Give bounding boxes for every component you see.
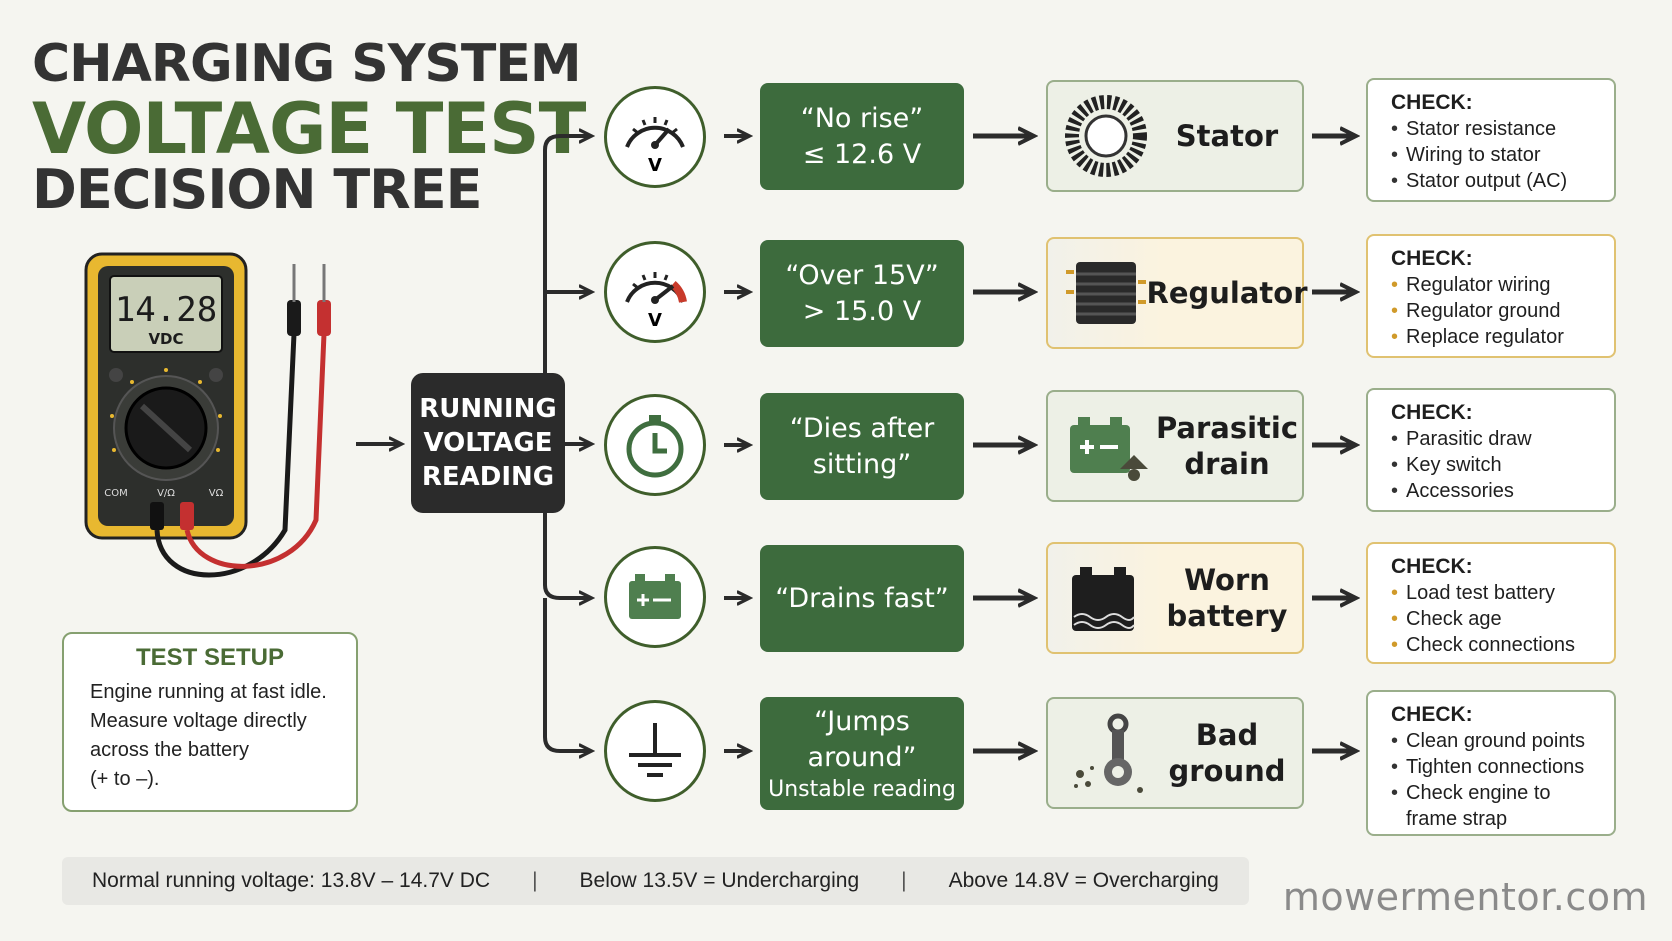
meter-port-vohm: VΩ	[209, 488, 224, 499]
symptom-label: “No rise”	[800, 102, 924, 134]
ground-terminal-icon	[1074, 713, 1143, 793]
brand-watermark: mowermentor.com	[1282, 875, 1648, 919]
check-box-worn-battery: CHECK: Load test battery Check age Check…	[1366, 542, 1616, 664]
check-item: Check engine to frame strap	[1391, 780, 1598, 832]
symptom-label: around”	[807, 741, 917, 773]
symptom-jumps-around: “Jumps around” Unstable reading	[760, 697, 964, 810]
symptom-over-15v: “Over 15V” > 15.0 V	[760, 240, 964, 347]
title-line-1: CHARGING SYSTEM	[32, 34, 582, 94]
check-box-parasitic-drain: CHECK: Parasitic draw Key switch Accesso…	[1366, 388, 1616, 512]
voltmeter-high-icon: V	[604, 241, 706, 343]
multimeter-icon: 14.28 VDC COM V/Ω VΩ	[84, 252, 331, 578]
check-box-bad-ground: CHECK: Clean ground points Tighten conne…	[1366, 690, 1616, 836]
meter-reading: 14.28	[115, 290, 217, 330]
symptom-subtext: Unstable reading	[768, 776, 956, 802]
worn-battery-icon	[1072, 567, 1135, 631]
check-item: Replace regulator	[1391, 324, 1598, 350]
cause-label: Regulator	[1146, 276, 1308, 310]
branch-line-5	[543, 598, 590, 751]
cause-label: Worn	[1184, 563, 1270, 597]
title-line-2: VOLTAGE TEST	[32, 88, 586, 170]
check-item: Check age	[1391, 606, 1598, 632]
legend-over: Above 14.8V = Overcharging	[948, 869, 1219, 892]
regulator-icon	[1066, 262, 1146, 324]
cause-label: ground	[1168, 754, 1286, 788]
battery-icon	[604, 546, 706, 648]
test-setup-heading: TEST SETUP	[135, 644, 285, 671]
symptom-drains-fast: “Drains fast”	[760, 545, 964, 652]
symptom-value: ≤ 12.6 V	[802, 138, 922, 170]
test-setup-line: Engine running at fast idle.	[90, 681, 327, 703]
cause-label: Bad	[1195, 718, 1259, 752]
svg-text:V: V	[648, 310, 662, 331]
check-item: Stator resistance	[1391, 116, 1598, 142]
voltmeter-icon: V	[604, 86, 706, 188]
cause-regulator: Regulator	[1046, 237, 1308, 349]
symptom-label: “Dies after	[789, 412, 935, 444]
check-item: Clean ground points	[1391, 728, 1598, 754]
check-title: CHECK:	[1391, 703, 1473, 726]
symptom-no-rise: “No rise” ≤ 12.6 V	[760, 83, 964, 190]
legend-under: Below 13.5V = Undercharging	[579, 869, 860, 892]
trunk-vertical	[543, 136, 590, 513]
cause-label: drain	[1184, 447, 1270, 481]
check-title: CHECK:	[1391, 555, 1473, 578]
test-setup-line: (+ to –).	[90, 768, 160, 790]
check-item: Tighten connections	[1391, 754, 1598, 780]
hub-line: RUNNING	[419, 394, 557, 424]
test-setup-box: TEST SETUP Engine running at fast idle. …	[62, 632, 358, 812]
check-title: CHECK:	[1391, 247, 1473, 270]
stator-icon	[1065, 95, 1147, 177]
hub-line: READING	[421, 462, 555, 492]
symptom-value: > 15.0 V	[802, 295, 922, 327]
check-item: Key switch	[1391, 452, 1598, 478]
legend-normal: Normal running voltage: 13.8V – 14.7V DC	[92, 869, 491, 892]
check-box-regulator: CHECK: Regulator wiring Regulator ground…	[1366, 234, 1616, 358]
check-box-stator: CHECK: Stator resistance Wiring to stato…	[1366, 78, 1616, 202]
check-item: Regulator wiring	[1391, 272, 1598, 298]
check-item: Regulator ground	[1391, 298, 1598, 324]
running-voltage-reading-node: RUNNING VOLTAGE READING	[411, 373, 565, 513]
stopwatch-icon	[604, 394, 706, 496]
check-item: Wiring to stator	[1391, 142, 1598, 168]
check-title: CHECK:	[1391, 401, 1473, 424]
cause-label: Stator	[1175, 119, 1279, 153]
test-setup-line: across the battery	[90, 739, 249, 761]
legend-separator: |	[901, 869, 907, 892]
check-title: CHECK:	[1391, 91, 1473, 114]
symptom-label: “Jumps	[814, 705, 910, 737]
check-item: Accessories	[1391, 478, 1598, 504]
cause-stator: Stator	[1046, 80, 1304, 192]
svg-text:V: V	[648, 155, 662, 176]
check-item: Parasitic draw	[1391, 426, 1598, 452]
meter-port-v: V/Ω	[157, 488, 175, 499]
symptom-dies-after-sitting: “Dies after sitting”	[760, 393, 964, 500]
battery-drain-icon	[1070, 417, 1148, 481]
hub-line: VOLTAGE	[423, 428, 553, 458]
voltage-legend-bar: Normal running voltage: 13.8V – 14.7V DC…	[62, 857, 1249, 905]
symptom-label: “Over 15V”	[785, 259, 939, 291]
check-item: Load test battery	[1391, 580, 1598, 606]
cause-label: battery	[1166, 599, 1288, 633]
check-item: Check connections	[1391, 632, 1598, 658]
legend-separator: |	[532, 869, 538, 892]
title-line-3: DECISION TREE	[32, 158, 483, 221]
symptom-label: sitting”	[812, 448, 912, 480]
check-item: Stator output (AC)	[1391, 168, 1598, 194]
test-setup-line: Measure voltage directly	[90, 710, 307, 732]
branch-line-4	[543, 513, 590, 598]
cause-label: Parasitic	[1155, 411, 1299, 445]
ground-icon	[604, 700, 706, 802]
meter-port-com: COM	[104, 488, 127, 499]
meter-unit: VDC	[148, 330, 183, 348]
symptom-label: “Drains fast”	[775, 582, 949, 614]
